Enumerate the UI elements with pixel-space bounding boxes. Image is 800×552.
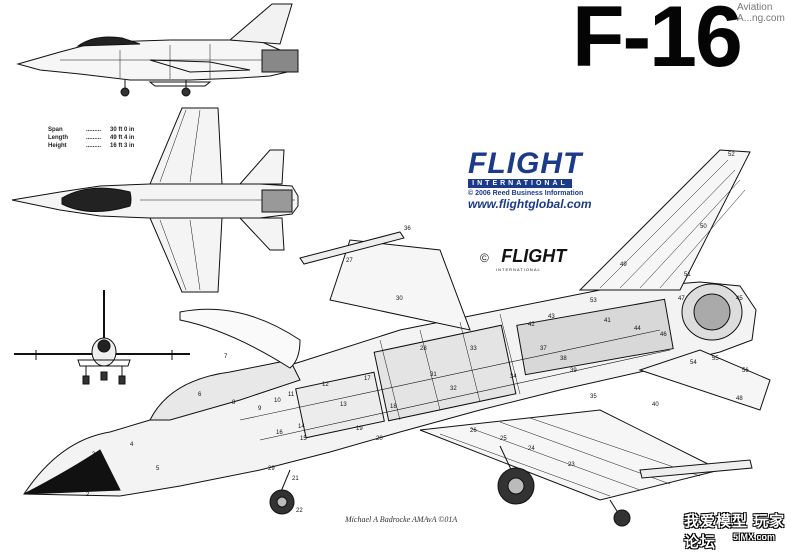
dimension-leader: ......... <box>86 127 102 133</box>
flight-logo-name: FLIGHT <box>468 147 583 180</box>
callout-23: 23 <box>568 462 575 468</box>
callout-34: 34 <box>510 374 517 380</box>
callout-38: 38 <box>560 356 567 362</box>
dimension-value: 16 ft 3 in <box>110 143 135 149</box>
callout-53: 53 <box>590 298 597 304</box>
callout-46: 46 <box>660 332 667 338</box>
dimension-row-span: Span ......... 30 ft 0 in <box>48 126 134 134</box>
callout-25: 25 <box>500 436 507 442</box>
flight-small-mark: © FLIGHT INTERNATIONAL <box>480 246 566 272</box>
callout-5: 5 <box>156 466 160 472</box>
flight-logo-block: FLIGHT INTERNATIONAL © 2006 Reed Busines… <box>468 147 592 211</box>
callout-22: 22 <box>296 508 303 514</box>
callout-12: 12 <box>322 382 329 388</box>
flight-copyright: © 2006 Reed Business Information <box>468 190 584 197</box>
copyright-symbol: © <box>480 251 489 265</box>
callout-29: 29 <box>268 466 275 472</box>
callout-18: 18 <box>390 404 397 410</box>
callout-33: 33 <box>470 346 477 352</box>
callout-30: 30 <box>396 296 403 302</box>
callout-9: 9 <box>258 406 262 412</box>
callout-15: 15 <box>300 436 307 442</box>
top-watermark-line-2: A...ng.com <box>737 13 785 24</box>
callout-19: 19 <box>356 426 363 432</box>
callout-24: 24 <box>528 446 535 452</box>
dimension-leader: ......... <box>86 135 102 141</box>
main-cutaway-drawing <box>23 149 771 527</box>
callout-13: 13 <box>340 402 347 408</box>
callout-2: 2 <box>86 492 90 498</box>
callout-47: 47 <box>678 296 685 302</box>
plan-view-drawing <box>11 107 299 293</box>
callout-26: 26 <box>470 428 477 434</box>
callout-17: 17 <box>364 376 371 382</box>
callout-45: 45 <box>736 296 743 302</box>
callout-50: 50 <box>700 224 707 230</box>
callout-16: 16 <box>276 430 283 436</box>
callout-52: 52 <box>728 152 735 158</box>
dimension-leader: ......... <box>86 143 102 149</box>
flight-logo-bar: INTERNATIONAL <box>468 179 572 188</box>
dimension-label: Height <box>48 143 67 149</box>
callout-28: 28 <box>420 346 427 352</box>
callout-21: 21 <box>292 476 299 482</box>
dimension-label: Span <box>48 127 63 133</box>
bottom-watermark-sub: 5iMX.com <box>733 532 776 542</box>
callout-56: 56 <box>742 368 749 374</box>
dimension-row-length: Length ......... 49 ft 4 in <box>48 134 134 142</box>
callout-35: 35 <box>590 394 597 400</box>
flight-url-link[interactable]: www.flightglobal.com <box>468 197 592 211</box>
callout-20: 20 <box>376 436 383 442</box>
callout-11: 11 <box>288 392 295 398</box>
callout-49: 49 <box>620 262 627 268</box>
callout-numbers: 1 2 3 4 5 6 7 8 9 10 11 12 13 14 15 16 1… <box>36 152 749 514</box>
dimension-label: Length <box>48 135 68 141</box>
artist-signature: Michael A Badrocke AMAvA ©01A <box>345 515 458 524</box>
dimension-row-height: Height ......... 16 ft 3 in <box>48 142 134 150</box>
top-watermark: Aviation A...ng.com <box>737 2 785 24</box>
callout-36: 36 <box>404 226 411 232</box>
flight-small-name: FLIGHT <box>501 246 567 266</box>
aircraft-title: F-16 <box>572 0 743 85</box>
flight-small-sub: INTERNATIONAL <box>496 267 541 272</box>
callout-54: 54 <box>690 360 697 366</box>
callout-48: 48 <box>736 396 743 402</box>
callout-1: 1 <box>36 488 40 494</box>
callout-41: 41 <box>604 318 611 324</box>
callout-39: 39 <box>570 368 577 374</box>
callout-27: 27 <box>346 258 353 264</box>
callout-42: 42 <box>528 322 535 328</box>
callout-8: 8 <box>232 400 236 406</box>
callout-51: 51 <box>684 272 691 278</box>
callout-31: 31 <box>430 372 437 378</box>
top-watermark-line-1: Aviation <box>737 2 773 13</box>
callout-3: 3 <box>92 452 96 458</box>
callout-6: 6 <box>198 392 202 398</box>
front-view-drawing <box>14 290 190 385</box>
callout-37: 37 <box>540 346 547 352</box>
callout-32: 32 <box>450 386 457 392</box>
callout-43: 43 <box>548 314 555 320</box>
callout-7: 7 <box>224 354 228 360</box>
callout-10: 10 <box>274 398 281 404</box>
dimensions-table: Span ......... 30 ft 0 in Length .......… <box>48 126 134 150</box>
callout-55: 55 <box>712 356 719 362</box>
bottom-watermark: 我爱模型 玩家论坛 <box>684 513 786 551</box>
callout-44: 44 <box>634 326 641 332</box>
side-view-drawing <box>16 3 299 97</box>
dimension-value: 30 ft 0 in <box>110 127 135 133</box>
callout-40: 40 <box>652 402 659 408</box>
callout-4: 4 <box>130 442 134 448</box>
dimension-value: 49 ft 4 in <box>110 135 135 141</box>
callout-14: 14 <box>298 424 305 430</box>
